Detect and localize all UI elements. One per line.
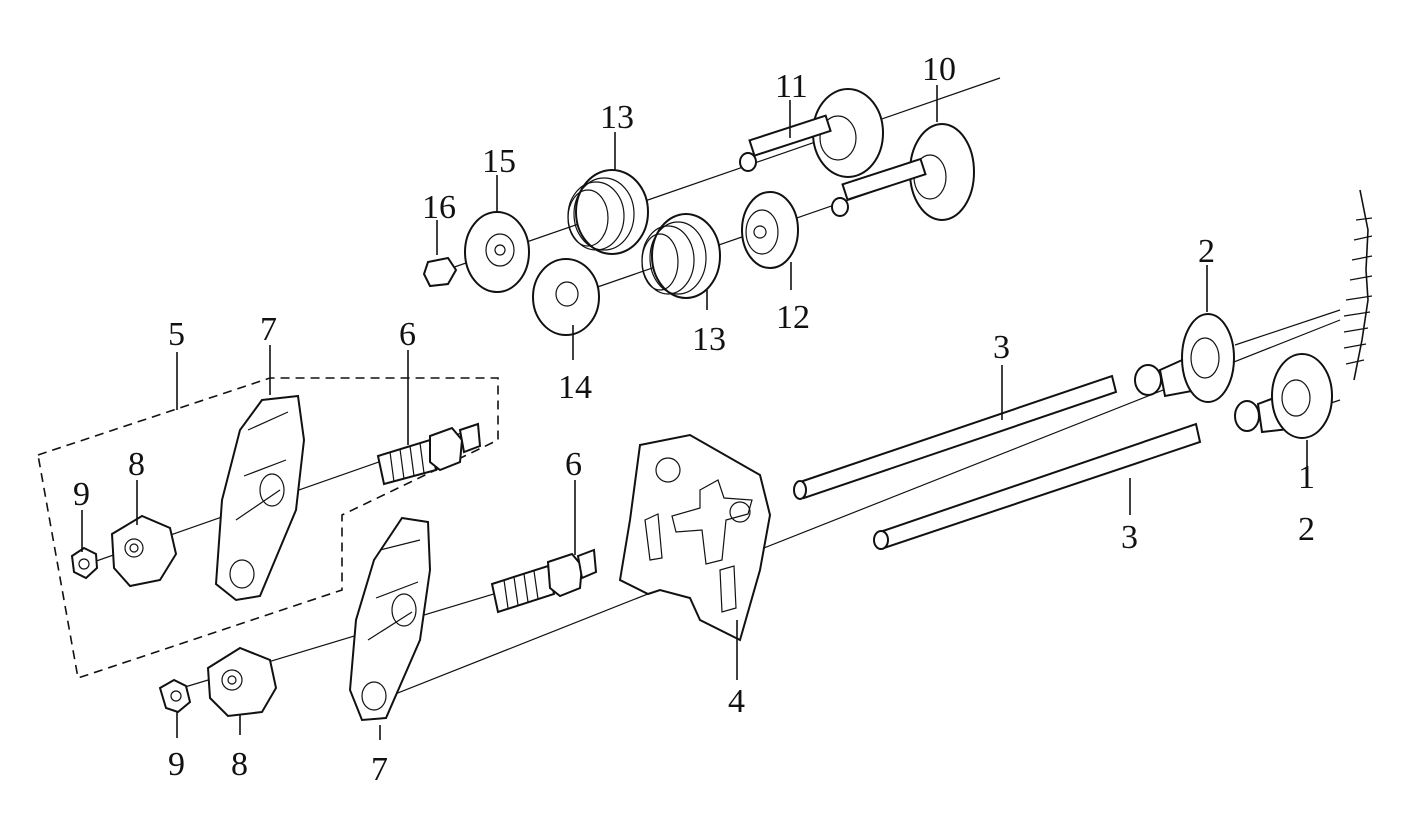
- camshaft-gear-edge: [1343, 189, 1373, 381]
- rocker-shaft-6-upper: [376, 422, 482, 486]
- spring-13-upper: [567, 169, 649, 255]
- rocker-arm-7-lower: [348, 516, 432, 722]
- pushrod-3-lower: [873, 422, 1202, 550]
- assembly-boundary-5: [37, 377, 499, 680]
- label-12: 12: [776, 299, 810, 336]
- rocker-arm-7-upper: [214, 394, 306, 602]
- label-9-upper: 9: [73, 476, 90, 513]
- tappet-2-lower: [1234, 353, 1333, 439]
- adjuster-8-lower: [206, 646, 278, 718]
- valve-10: [831, 123, 975, 221]
- callout-leaders: [81, 85, 1308, 740]
- spring-13-lower: [641, 213, 721, 299]
- label-2-upper: 2: [1198, 233, 1215, 270]
- label-10: 10: [922, 51, 956, 88]
- label-4: 4: [728, 683, 745, 720]
- label-1: 1: [1298, 459, 1315, 496]
- label-6-lower: 6: [565, 446, 582, 483]
- seal-12: [741, 191, 799, 269]
- retainer-15: [464, 211, 530, 293]
- label-8-lower: 8: [231, 746, 248, 783]
- pushrod-3-upper: [793, 374, 1118, 500]
- label-9-lower: 9: [168, 746, 185, 783]
- retainer-14: [532, 258, 600, 336]
- label-13-lower: 13: [692, 321, 726, 358]
- keeper-16: [422, 256, 458, 288]
- label-7-lower: 7: [371, 751, 388, 788]
- label-3-upper: 3: [993, 329, 1010, 366]
- nut-9-upper: [70, 546, 99, 580]
- nut-9-lower: [158, 678, 192, 714]
- guide-plate-4: [618, 433, 772, 642]
- label-3-lower: 3: [1121, 519, 1138, 556]
- rocker-shaft-6-lower: [490, 548, 598, 614]
- label-16: 16: [422, 189, 456, 226]
- label-7-upper: 7: [260, 311, 277, 348]
- adjuster-8-upper: [110, 514, 178, 588]
- label-6-upper: 6: [399, 316, 416, 353]
- label-5: 5: [168, 316, 185, 353]
- label-2-lower: 2: [1298, 511, 1315, 548]
- tappet-2-upper: [1134, 313, 1235, 403]
- label-14: 14: [558, 369, 592, 406]
- label-15: 15: [482, 143, 516, 180]
- valve-11: [739, 88, 884, 178]
- label-11: 11: [775, 68, 808, 105]
- label-13-upper: 13: [600, 99, 634, 136]
- part-labels: 16 15 13 11 10 14 13 12 5 7 6 8 9 6 9 8 …: [73, 51, 1315, 788]
- label-8-upper: 8: [128, 446, 145, 483]
